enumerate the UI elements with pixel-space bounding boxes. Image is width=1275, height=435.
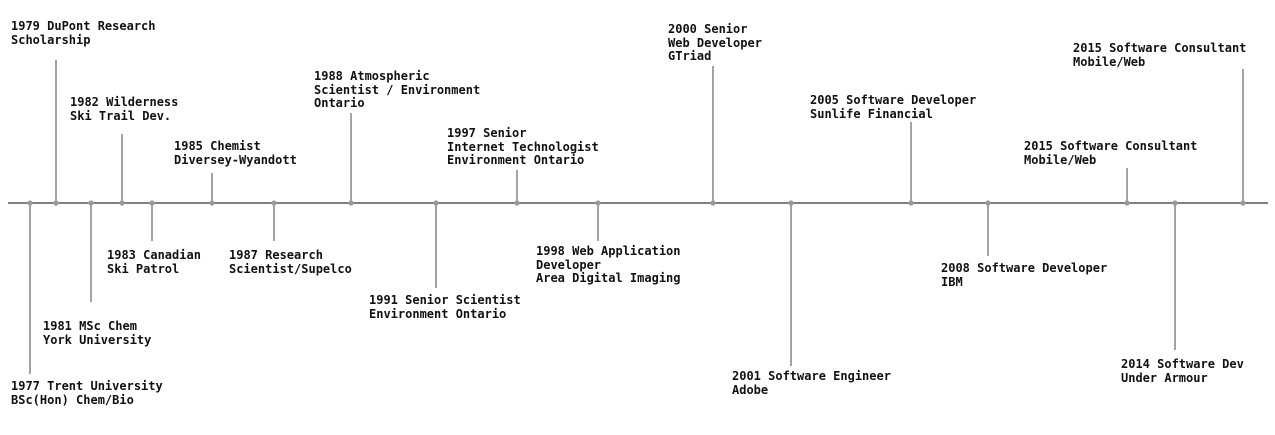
event-marker xyxy=(271,200,277,206)
event-label: 2015 Software Consultant Mobile/Web xyxy=(1023,139,1199,167)
event-label: 2000 Senior Web Developer GTriad xyxy=(667,22,763,64)
event-marker xyxy=(209,200,215,206)
event-label: 2014 Software Dev Under Armour xyxy=(1120,357,1245,385)
event-marker xyxy=(88,200,94,206)
event-label: 1982 Wilderness Ski Trail Dev. xyxy=(69,95,180,123)
event-marker xyxy=(985,200,991,206)
event-label: 1979 DuPont Research Scholarship xyxy=(10,19,157,47)
event-marker xyxy=(433,200,439,206)
event-marker xyxy=(595,200,601,206)
event-marker xyxy=(908,200,914,206)
event-marker xyxy=(1124,200,1130,206)
event-label: 2005 Software Developer Sunlife Financia… xyxy=(809,93,978,121)
event-label: 1985 Chemist Diversey-Wyandott xyxy=(173,139,298,167)
event-marker xyxy=(27,200,33,206)
event-label: 2015 Software Consultant Mobile/Web xyxy=(1072,41,1248,69)
event-marker xyxy=(149,200,155,206)
event-label: 1988 Atmospheric Scientist / Environment… xyxy=(313,69,482,111)
event-marker xyxy=(119,200,125,206)
event-label: 1987 Research Scientist/Supelco xyxy=(228,248,353,276)
event-marker xyxy=(53,200,59,206)
event-marker xyxy=(1172,200,1178,206)
event-label: 1991 Senior Scientist Environment Ontari… xyxy=(368,293,522,321)
event-marker xyxy=(710,200,716,206)
event-marker xyxy=(348,200,354,206)
event-label: 2008 Software Developer IBM xyxy=(940,261,1109,289)
event-marker xyxy=(788,200,794,206)
event-label: 1983 Canadian Ski Patrol xyxy=(106,248,202,276)
event-marker xyxy=(514,200,520,206)
event-label: 1998 Web Application Developer Area Digi… xyxy=(535,244,682,286)
event-label: 1977 Trent University BSc(Hon) Chem/Bio xyxy=(10,379,164,407)
event-marker xyxy=(1240,200,1246,206)
event-label: 1981 MSc Chem York University xyxy=(42,319,153,347)
event-label: 1997 Senior Internet Technologist Enviro… xyxy=(446,126,600,168)
event-label: 2001 Software Engineer Adobe xyxy=(731,369,892,397)
